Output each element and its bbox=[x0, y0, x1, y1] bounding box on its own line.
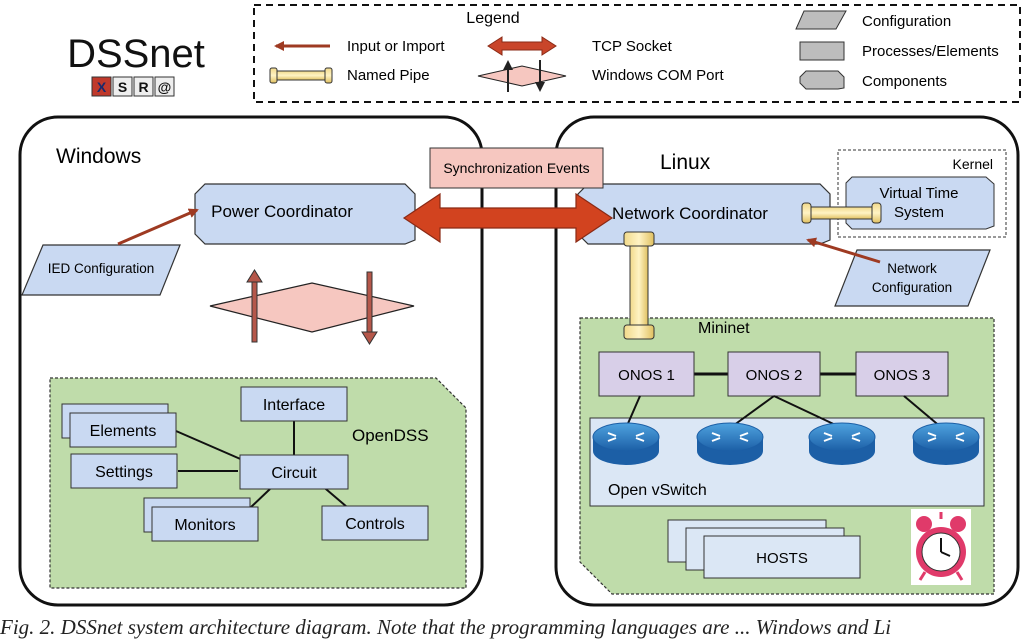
network-configuration-line-1: Network bbox=[887, 261, 937, 276]
interface-label: Interface bbox=[263, 397, 325, 414]
network-coordinator-label: Network Coordinator bbox=[612, 204, 768, 223]
logo-title: DSSnet bbox=[67, 32, 205, 76]
onos-1-label: ONOS 1 bbox=[618, 367, 675, 384]
legend-com-port-icon bbox=[477, 60, 567, 92]
circuit-box bbox=[239, 454, 349, 490]
windows-panel: Windows Power Coordinator IED Configurat… bbox=[18, 115, 484, 607]
legend-component-label: Components bbox=[862, 73, 947, 90]
network-configuration-box bbox=[834, 249, 991, 307]
sync-events-box bbox=[429, 147, 604, 189]
onos-1-box bbox=[598, 351, 695, 397]
network-configuration-line-2: Configuration bbox=[872, 280, 952, 295]
linux-panel: Linux Kernel Virtual Time System Network… bbox=[554, 115, 1020, 607]
legend-component-icon bbox=[799, 70, 845, 90]
router-icon bbox=[592, 422, 660, 465]
legend-tcp-socket-icon bbox=[487, 36, 557, 56]
legend-process-label: Processes/Elements bbox=[862, 43, 999, 60]
badge-letter-3: R bbox=[138, 79, 148, 95]
named-pipe-vertical bbox=[623, 231, 655, 340]
interface-box bbox=[240, 386, 348, 422]
elements-label: Elements bbox=[90, 423, 157, 440]
ied-configuration-label: IED Configuration bbox=[48, 261, 155, 276]
alarm-clock-icon bbox=[911, 509, 971, 585]
settings-label: Settings bbox=[95, 464, 153, 481]
opendss-title: OpenDSS bbox=[352, 426, 429, 445]
kernel-title: Kernel bbox=[953, 156, 993, 172]
badge-letter-1: X bbox=[97, 79, 107, 95]
settings-box bbox=[70, 453, 178, 489]
hosts-label: HOSTS bbox=[756, 550, 808, 567]
badge-letter-2: S bbox=[118, 79, 127, 95]
mininet-title: Mininet bbox=[698, 320, 750, 337]
power-coordinator-label: Power Coordinator bbox=[211, 202, 353, 221]
legend-named-pipe-icon bbox=[269, 67, 333, 84]
monitors-box bbox=[151, 506, 259, 542]
router-icon bbox=[912, 422, 980, 465]
legend-configuration-label: Configuration bbox=[862, 13, 951, 30]
ied-configuration-box bbox=[21, 244, 181, 296]
opendss-connectors bbox=[175, 421, 348, 509]
elements-box bbox=[69, 412, 177, 448]
legend-title: Legend bbox=[466, 10, 519, 27]
figure-caption: Fig. 2. DSSnet system architecture diagr… bbox=[0, 615, 892, 639]
windows-title: Windows bbox=[56, 145, 141, 168]
onos-3-label: ONOS 3 bbox=[874, 367, 931, 384]
xsr-badge: X S R @ bbox=[91, 76, 175, 97]
legend-pipe-label: Named Pipe bbox=[347, 67, 430, 84]
virtual-time-line-2: System bbox=[894, 204, 944, 221]
com-port-icon bbox=[209, 269, 415, 345]
open-vswitch-label: Open vSwitch bbox=[608, 482, 707, 499]
circuit-label: Circuit bbox=[271, 465, 317, 482]
sync-events-label: Synchronization Events bbox=[443, 160, 589, 176]
router-icon bbox=[808, 422, 876, 465]
onos-3-box bbox=[855, 351, 949, 397]
badge-letter-4: @ bbox=[158, 79, 172, 95]
virtual-time-line-1: Virtual Time bbox=[880, 185, 959, 202]
monitors-label: Monitors bbox=[174, 517, 235, 534]
legend-com-label: Windows COM Port bbox=[592, 67, 725, 84]
controls-box bbox=[321, 505, 429, 541]
tcp-socket-arrow bbox=[402, 192, 614, 244]
onos-2-label: ONOS 2 bbox=[746, 367, 803, 384]
dssnet-logo: DSSnet X S R @ bbox=[67, 32, 205, 97]
netconfig-to-coordinator-arrow bbox=[806, 237, 881, 264]
architecture-diagram: DSSnet X S R @ Legend Input or Import Na… bbox=[18, 4, 1021, 607]
ied-to-power-arrow bbox=[117, 208, 199, 246]
named-pipe-horizontal bbox=[801, 202, 882, 224]
linux-title: Linux bbox=[660, 151, 711, 174]
power-coordinator-box bbox=[194, 183, 416, 245]
legend: Legend Input or Import Named Pipe TCP So… bbox=[253, 4, 1021, 103]
router-icon bbox=[696, 422, 764, 465]
controls-label: Controls bbox=[345, 516, 405, 533]
legend-border bbox=[253, 4, 1021, 103]
legend-configuration-icon bbox=[795, 10, 847, 30]
controller-switch-links bbox=[625, 395, 943, 429]
virtual-time-box bbox=[845, 176, 995, 230]
legend-process-icon bbox=[799, 41, 845, 61]
legend-input-label: Input or Import bbox=[347, 38, 445, 55]
hosts-stack bbox=[667, 519, 861, 579]
legend-tcp-label: TCP Socket bbox=[592, 38, 673, 55]
onos-2-box bbox=[727, 351, 821, 397]
